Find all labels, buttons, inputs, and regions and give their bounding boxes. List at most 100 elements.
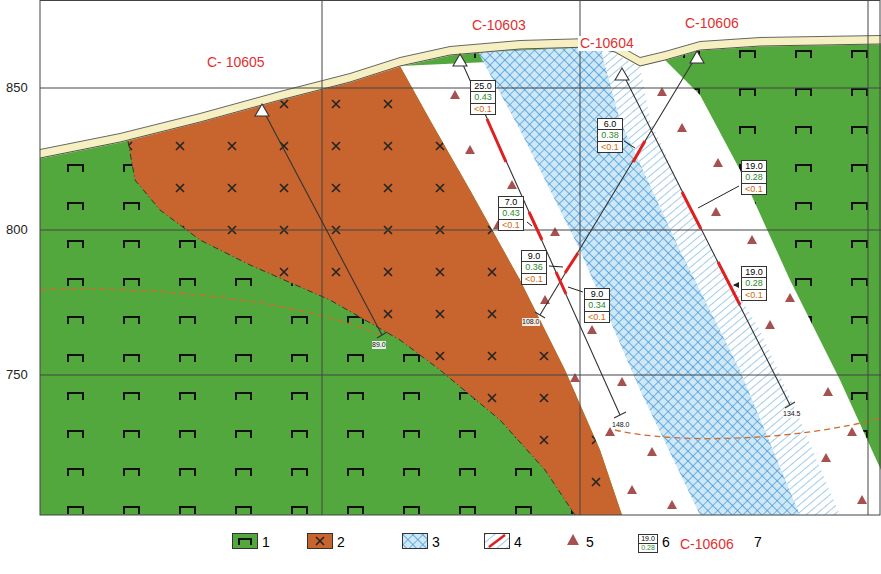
section-path (128, 141, 575, 515)
grid (40, 0, 881, 515)
swatch-symbol (485, 534, 509, 548)
section-path (711, 207, 721, 216)
swatch-symbol (403, 534, 427, 548)
section-path (465, 145, 475, 154)
assay-value: 9.0 (585, 289, 609, 300)
swatch-interval (489, 535, 505, 547)
section-rect (40, 1, 880, 516)
depth-label: 89.0 (372, 341, 386, 349)
legend-label: 7 (754, 535, 762, 549)
hole-name: C-10603 (470, 18, 528, 33)
assay-value: 0.28 (742, 278, 766, 289)
section-path (40, 44, 881, 158)
section-g (450, 87, 867, 509)
assay-value: 19.0 (742, 267, 766, 278)
legend-swatch (307, 533, 333, 549)
section-path (765, 320, 775, 329)
section-path (377, 312, 795, 418)
section-path (821, 453, 831, 462)
depth-label: 148.0 (612, 421, 630, 429)
section-path (450, 90, 460, 99)
swatch-symbol (239, 539, 251, 545)
section-path (747, 235, 757, 244)
legend-swatch (566, 533, 580, 547)
section-path (40, 289, 380, 335)
assay-value: <0.1 (598, 142, 622, 152)
section-path (587, 325, 597, 334)
section-path (667, 500, 677, 509)
assay-value: 19.0 (742, 161, 766, 172)
assay-value: <0.1 (742, 184, 766, 194)
section-path (857, 495, 867, 504)
section-path (262, 55, 790, 415)
section-path (255, 51, 704, 116)
assay-box: 6.00.38<0.1 (597, 118, 623, 153)
assay-value: 9.0 (522, 251, 546, 262)
elevation-label: 850 (6, 81, 28, 95)
assay-value: <0.1 (522, 274, 546, 284)
section-path (665, 44, 881, 470)
legend-swatch (402, 533, 428, 549)
assay-value: 0.38 (598, 130, 622, 141)
section-path (570, 373, 580, 382)
depth-label: 134.5 (783, 410, 801, 418)
legend-label: 6 (662, 535, 670, 549)
section-path (627, 485, 637, 494)
section-path (550, 227, 560, 236)
triangle-symbol (567, 534, 579, 545)
hole-name: C-10606 (680, 537, 734, 552)
hole-name: C- 10605 (205, 55, 267, 70)
section-path (40, 36, 881, 150)
assay-box: 19.00.28<0.1 (741, 266, 767, 301)
assay-value: 0.34 (585, 300, 609, 311)
legend-label: 4 (514, 535, 522, 549)
drill-holes (255, 51, 795, 418)
section-path (847, 427, 857, 436)
hole-name: C-10606 (683, 16, 741, 31)
leaders (527, 141, 739, 292)
section-body (40, 0, 881, 515)
assay-value: 0.43 (499, 208, 523, 219)
legend-sample-value: 0.28 (638, 543, 658, 553)
assay-box: 7.00.43<0.1 (498, 196, 524, 231)
legend-label: 3 (432, 535, 440, 549)
assay-value: 0.36 (522, 262, 546, 273)
assay-value: <0.1 (499, 220, 523, 230)
swatch-symbol (308, 534, 332, 548)
section-path (540, 295, 550, 304)
legend-label: 2 (337, 535, 345, 549)
assay-box: 9.00.36<0.1 (521, 250, 547, 285)
assay-value: 7.0 (499, 197, 523, 208)
assay-box: 19.00.28<0.1 (741, 160, 767, 195)
assay-value: <0.1 (585, 312, 609, 322)
assay-box: 25.00.43<0.1 (470, 80, 496, 115)
section-path (617, 377, 627, 386)
legend-swatch (484, 533, 510, 549)
assay-box: 9.00.34<0.1 (584, 288, 610, 323)
assay-value: 0.43 (471, 92, 495, 103)
section-path (615, 418, 881, 439)
section-path (40, 40, 881, 154)
ore-intervals (487, 119, 740, 305)
assay-value: 0.28 (742, 172, 766, 183)
section-path (647, 447, 657, 456)
section-path (527, 141, 739, 292)
assay-value: <0.1 (742, 290, 766, 300)
assay-value: 6.0 (598, 119, 622, 130)
assay-value: <0.1 (471, 104, 495, 114)
hole-name: C-10604 (578, 36, 636, 51)
legend-label: 1 (262, 535, 270, 549)
elevation-label: 750 (6, 368, 28, 382)
assay-value: 25.0 (471, 81, 495, 92)
depth-label: 108.0 (522, 318, 540, 326)
swatch-symbol (316, 537, 324, 545)
swatch-symbol (233, 534, 257, 548)
swatch-symbol (485, 534, 509, 548)
section-path (823, 387, 833, 396)
legend-swatch (232, 533, 258, 549)
section-path (487, 119, 740, 305)
elevation-label: 800 (6, 223, 28, 237)
swatch-symbol (403, 534, 427, 548)
section-path (785, 293, 795, 302)
